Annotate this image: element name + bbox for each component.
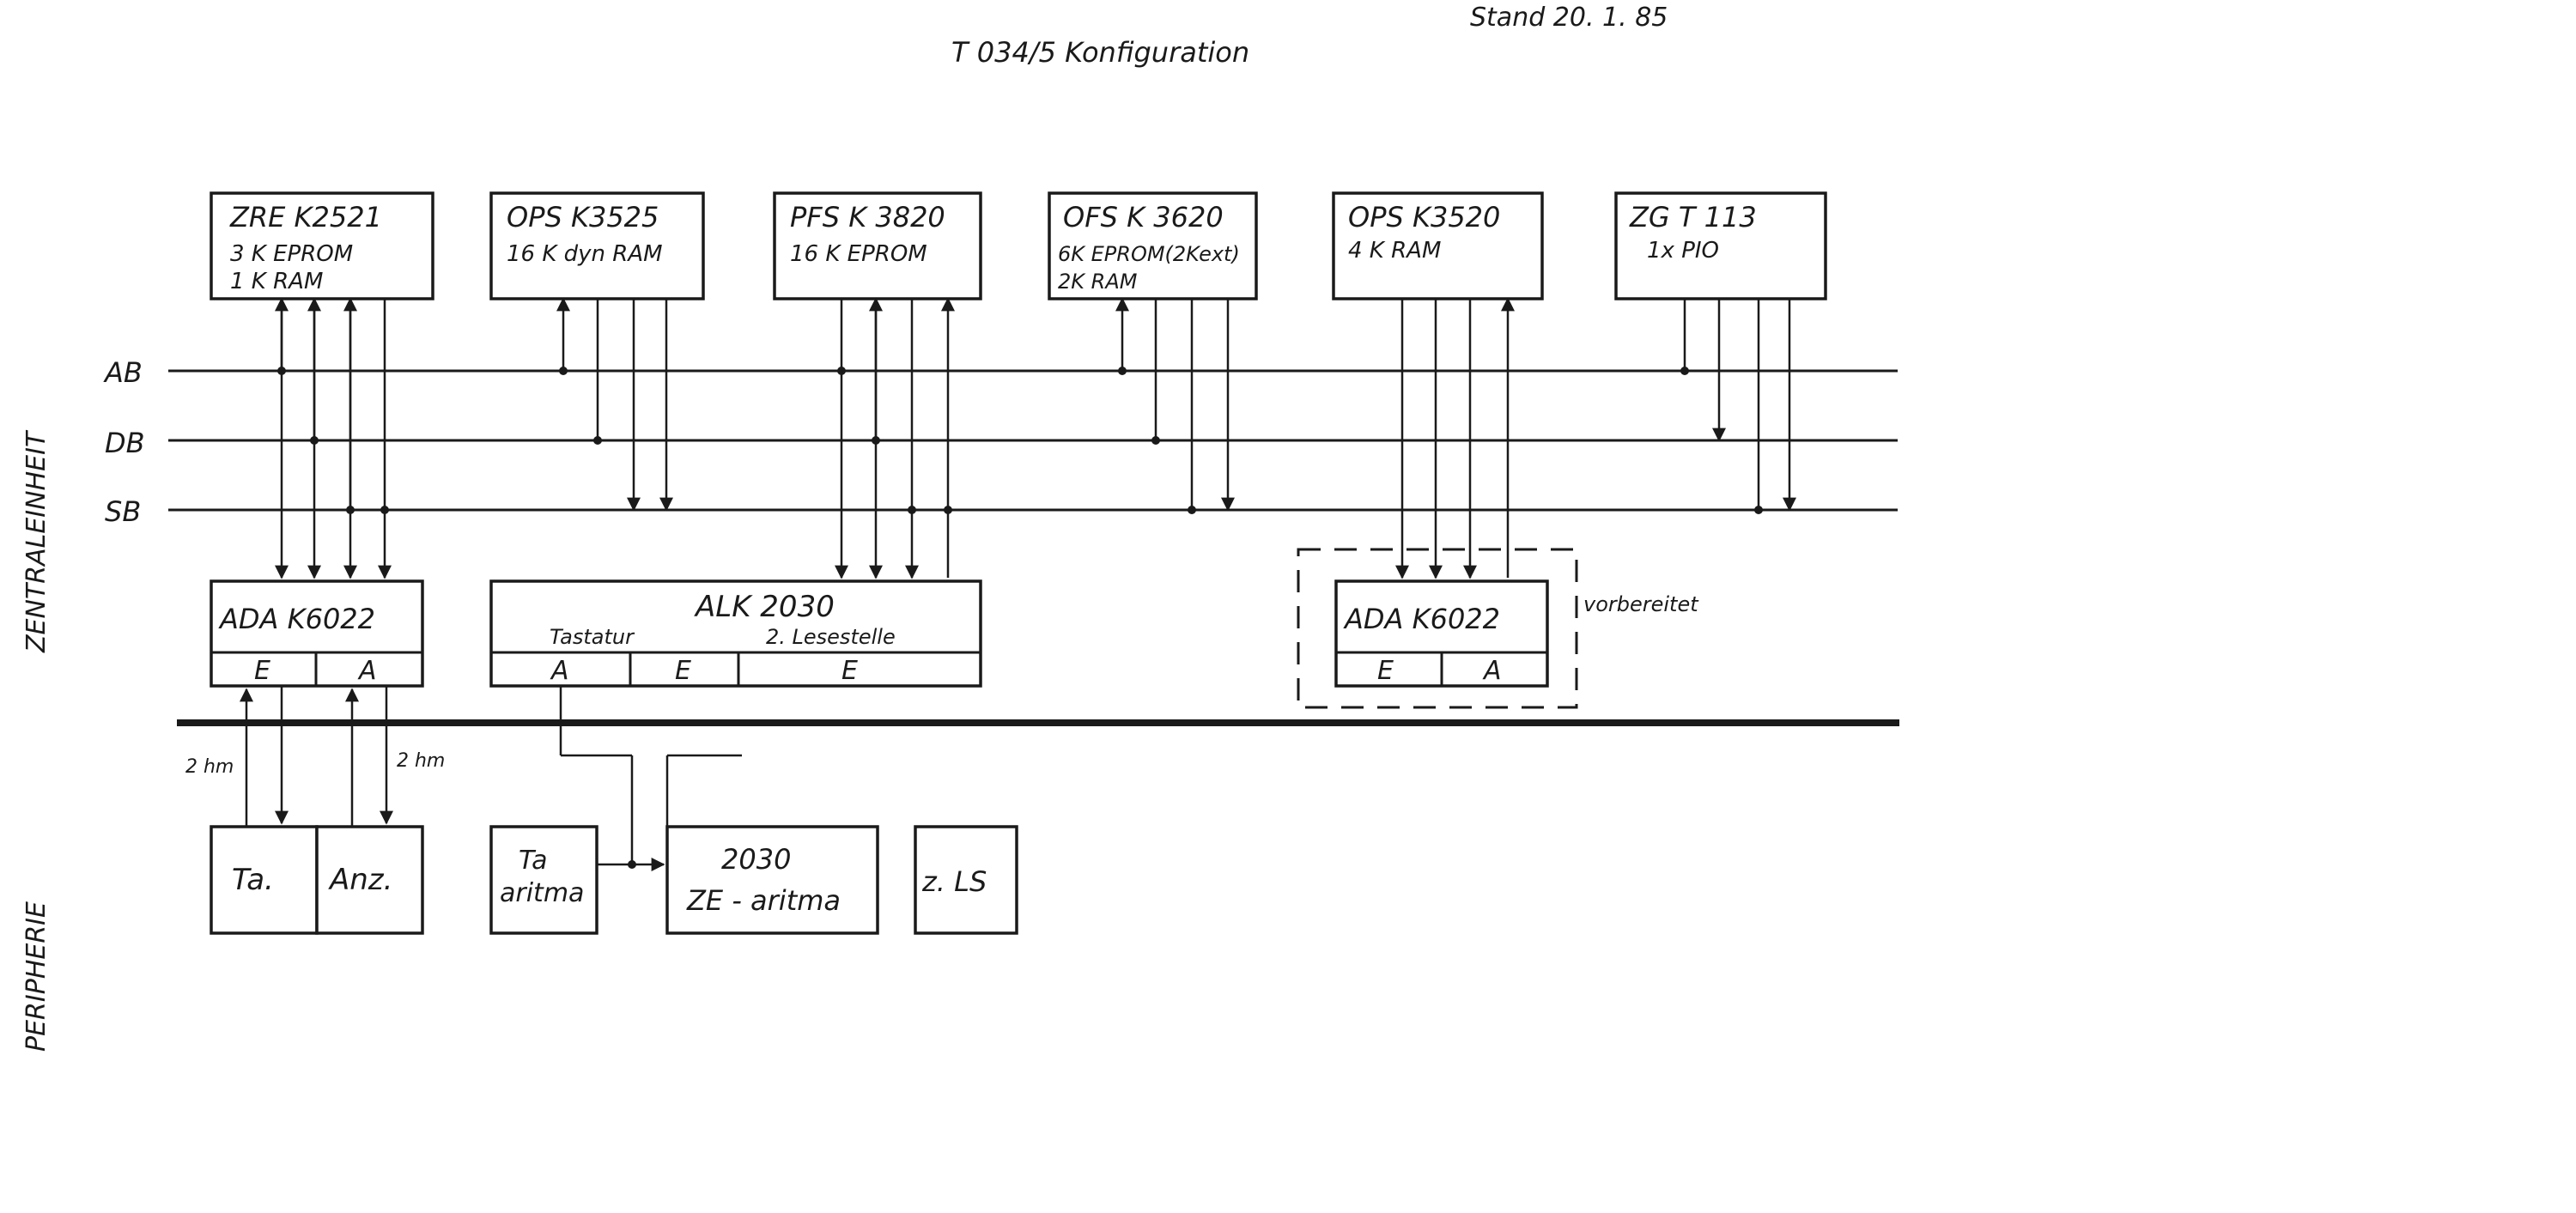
bus-label-db: DB <box>105 427 145 459</box>
module-zg: ZG T 113 1x PIO <box>1614 191 1827 300</box>
stand-date: Stand 20. 1. 85 <box>1470 3 1668 33</box>
adapter-alk-sub-tastatur: Tastatur <box>550 625 635 649</box>
side-label-peripherie: PERIPHERIE <box>21 901 52 1052</box>
adapter-alk-e2: E <box>841 656 858 686</box>
adapter-ada-left-a: A <box>357 656 377 686</box>
adapter-ada-left: ADA K6022 E A <box>210 579 424 688</box>
module-zre: ZRE K2521 3 K EPROM 1 K RAM <box>210 191 434 300</box>
adapter-ada-right-a: A <box>1482 656 1502 686</box>
device-ze-aritma-line1: 2030 <box>721 843 791 876</box>
adapter-ada-right: ADA K6022 E A <box>1334 579 1549 688</box>
module-ops-k3520-title: OPS K3520 <box>1348 201 1500 234</box>
module-ops-k3520-line2: 4 K RAM <box>1348 238 1441 264</box>
module-ofs-line2: 6K EPROM(2Kext) <box>1058 242 1240 266</box>
module-ops-k3520: OPS K3520 4 K RAM <box>1332 191 1544 300</box>
device-zweite-lesestelle-label: z. LS <box>921 865 987 898</box>
adapter-ada-right-title: ADA K6022 <box>1343 603 1500 635</box>
periphery-connections-left: 2 hm 2 hm <box>185 686 742 871</box>
adapter-alk-e1: E <box>675 656 691 686</box>
module-ofs-line3: 2K RAM <box>1058 270 1138 294</box>
module-ops-k3525-line2: 16 K dyn RAM <box>507 241 663 267</box>
device-ze-aritma-line2: ZE - aritma <box>686 884 841 917</box>
adapter-ada-right-e: E <box>1377 656 1394 686</box>
adapter-alk-a: A <box>550 656 569 686</box>
bus-lines: AB DB SB <box>103 356 1898 528</box>
device-ze-aritma: 2030 ZE - aritma <box>665 825 879 935</box>
adapter-alk-sub-lesestelle: 2. Lesestelle <box>766 625 896 649</box>
module-zg-title: ZG T 113 <box>1629 201 1757 234</box>
adapter-ada-left-e: E <box>254 656 270 686</box>
device-tastatur: Ta. <box>210 825 319 935</box>
device-ta-aritma-line1: Ta <box>519 846 548 876</box>
module-ofs: OFS K 3620 6K EPROM(2Kext) 2K RAM <box>1048 191 1258 300</box>
diagram-title: T 034/5 Konfiguration <box>951 36 1249 69</box>
module-pfs-line2: 16 K EPROM <box>790 241 927 267</box>
module-pfs-title: PFS K 3820 <box>790 201 945 234</box>
module-ofs-title: OFS K 3620 <box>1063 201 1224 234</box>
cable-mark-1: 2 hm <box>185 756 234 778</box>
cable-mark-2: 2 hm <box>397 750 445 772</box>
side-label-zentraleinheit: ZENTRALEINHEIT <box>21 429 52 653</box>
module-zre-line3: 1 K RAM <box>230 269 323 294</box>
bus-label-ab: AB <box>103 356 143 389</box>
module-zg-line2: 1x PIO <box>1647 238 1719 264</box>
module-zre-title: ZRE K2521 <box>229 201 382 234</box>
adapter-alk-title: ALK 2030 <box>694 590 835 624</box>
prepared-label-ada: vorbereitet <box>1583 592 1699 616</box>
adapter-alk: ALK 2030 Tastatur 2. Lesestelle A E E <box>489 579 982 688</box>
module-pfs: PFS K 3820 16 K EPROM <box>773 191 982 300</box>
device-zweite-lesestelle: z. LS <box>914 825 1018 935</box>
device-tastatur-label: Ta. <box>232 863 274 897</box>
device-ta-aritma-line2: aritma <box>500 878 584 908</box>
device-ta-aritma: Ta aritma <box>489 825 598 935</box>
prepared-frame-ada <box>1297 548 1578 709</box>
adapter-ada-left-title: ADA K6022 <box>218 603 375 635</box>
module-ops-k3525: OPS K3525 16 K dyn RAM <box>489 191 705 300</box>
device-anzeige: Anz. <box>315 825 424 935</box>
module-zre-line2: 3 K EPROM <box>230 241 353 267</box>
device-anzeige-label: Anz. <box>328 863 392 897</box>
bus-connections <box>275 297 1796 579</box>
module-ops-k3525-title: OPS K3525 <box>507 201 659 234</box>
bus-label-sb: SB <box>105 495 141 528</box>
